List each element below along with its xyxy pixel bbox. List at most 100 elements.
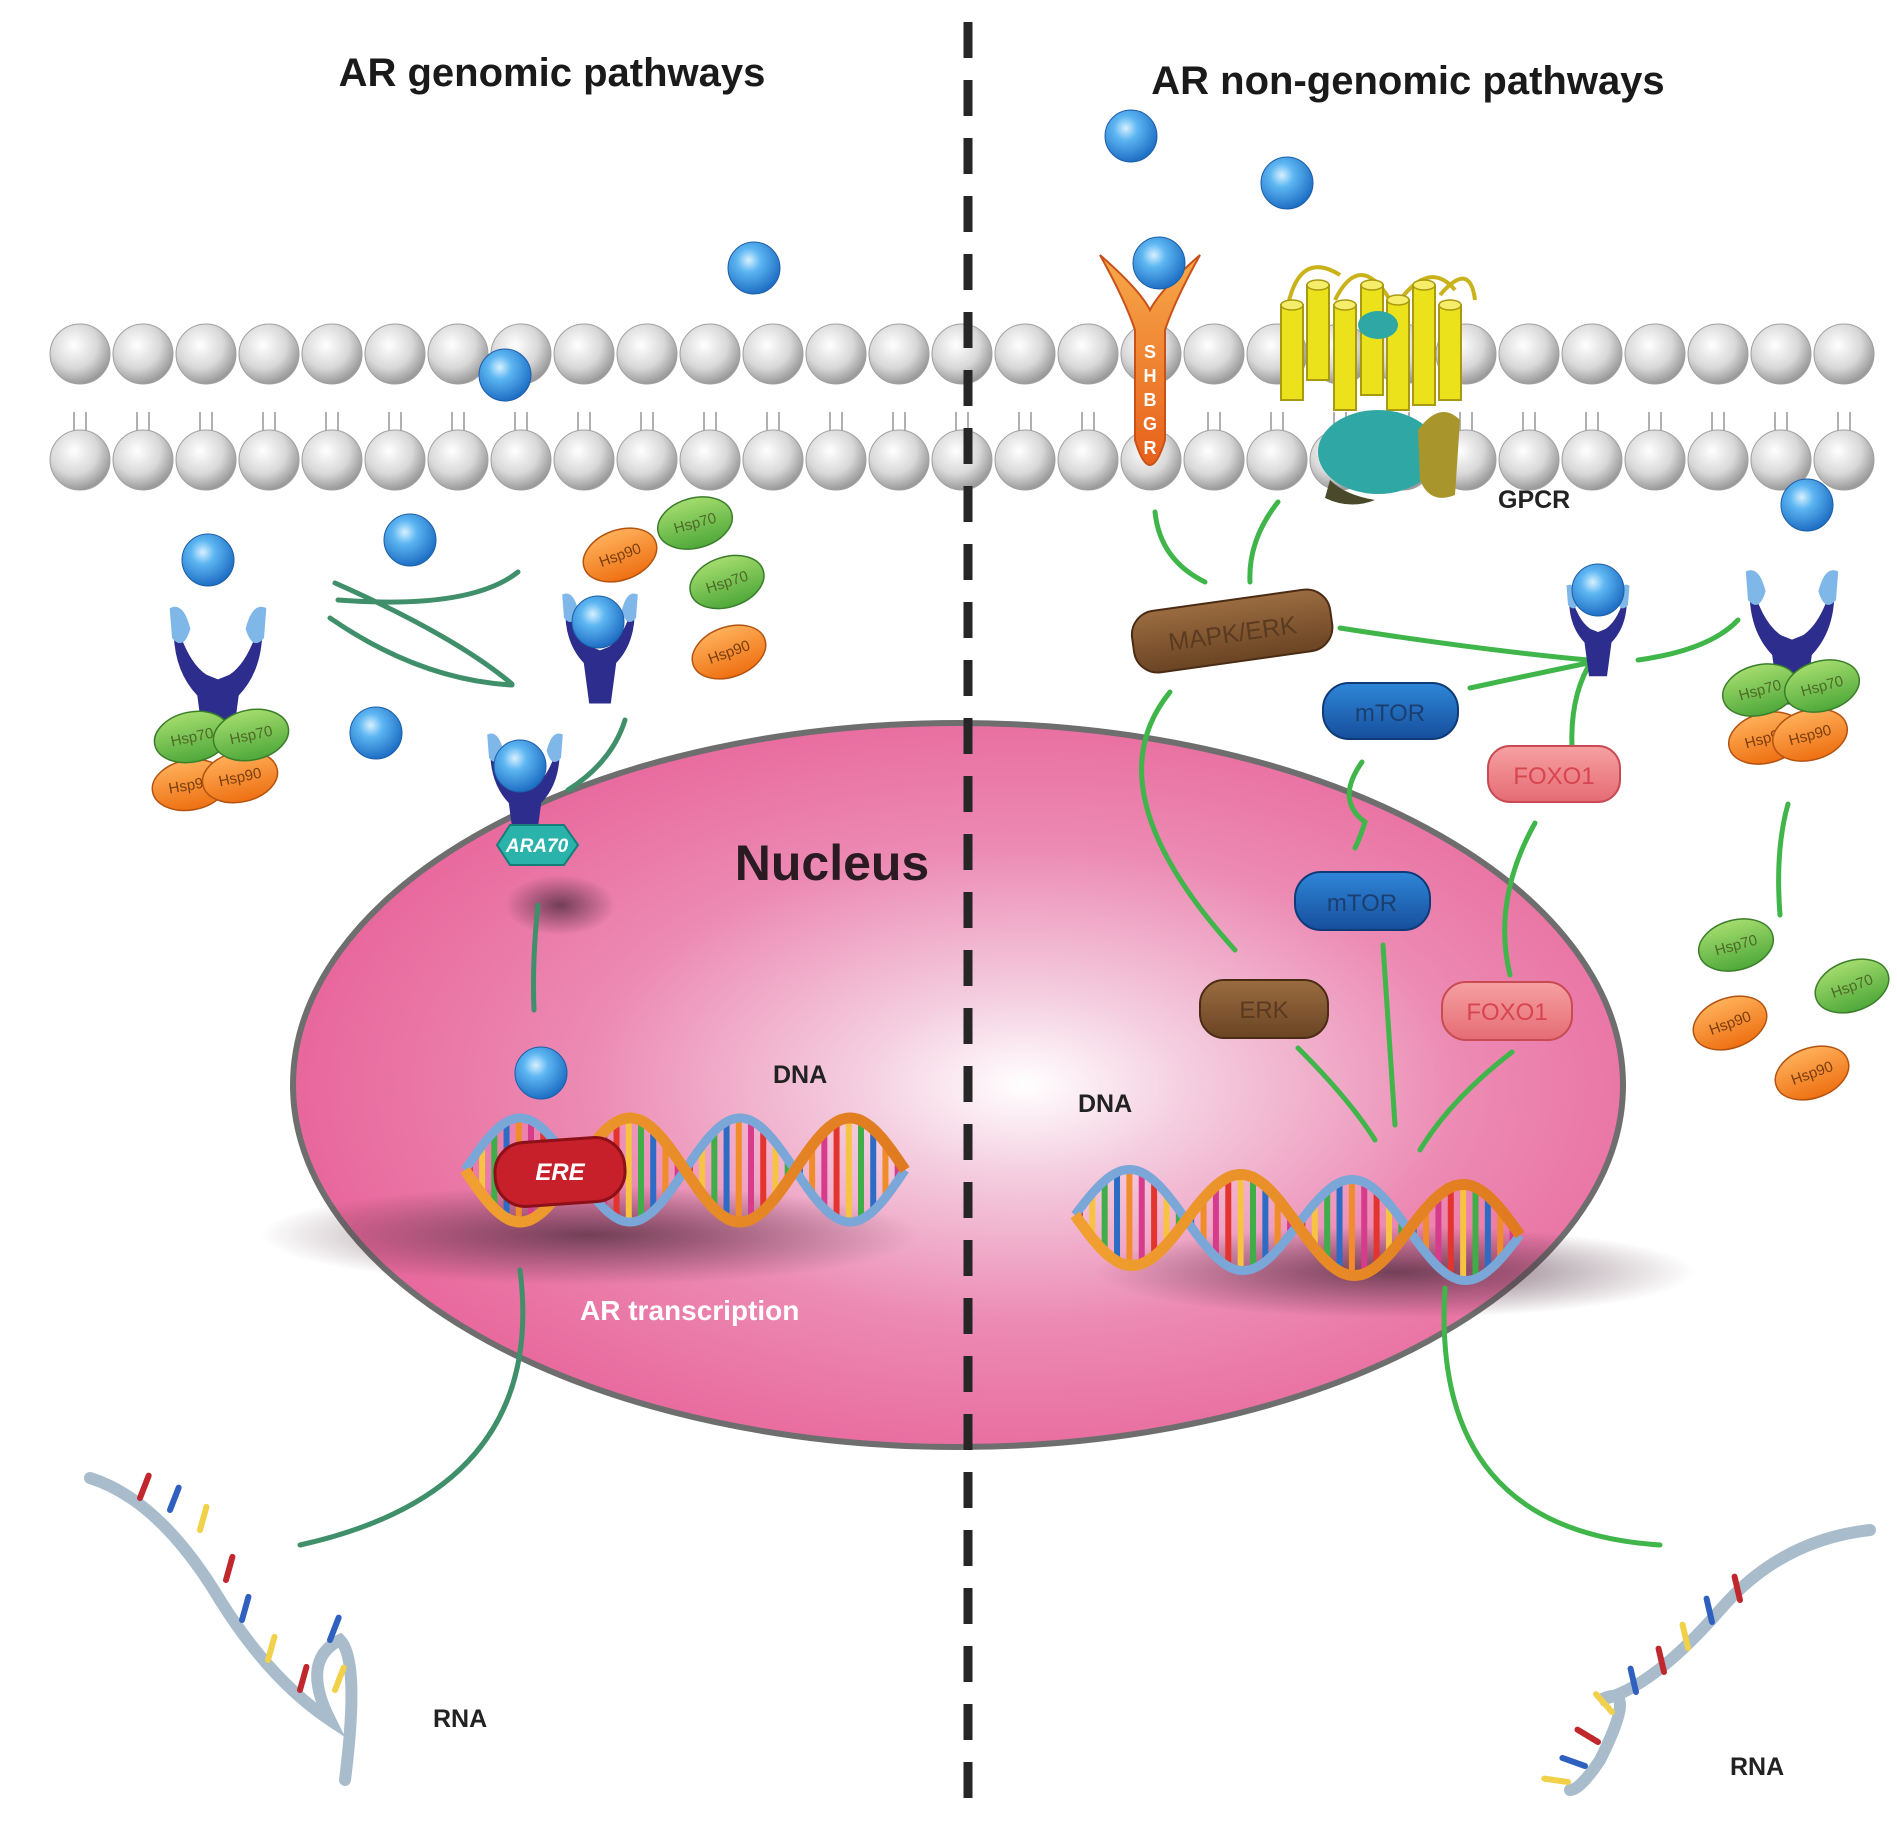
androgen-ligand xyxy=(1571,563,1625,617)
lipid-head xyxy=(1813,323,1875,385)
lipid-head xyxy=(1246,429,1308,491)
lipid-head xyxy=(1813,429,1875,491)
cell-membrane xyxy=(49,323,1875,491)
hsp90-protein: Hsp90 xyxy=(691,624,767,680)
gpcr-label: GPCR xyxy=(1498,486,1570,514)
lipid-head xyxy=(238,429,300,491)
lipid-head xyxy=(49,323,111,385)
androgen-ligand xyxy=(478,348,532,402)
connectors-non-genomic xyxy=(1139,499,1791,1548)
hsp70-protein: Hsp70 xyxy=(153,710,231,764)
lipid-head xyxy=(994,323,1056,385)
lipid-head xyxy=(364,429,426,491)
hsp90-shape xyxy=(1692,995,1768,1051)
rna-base xyxy=(1541,1775,1571,1785)
hsp70-protein: Hsp70 xyxy=(1697,918,1775,972)
gpcr-helix-cap xyxy=(1360,279,1384,291)
lipid-head xyxy=(364,323,426,385)
hsp90-shape xyxy=(691,624,767,680)
g-protein-gamma xyxy=(1325,480,1375,505)
rna-base xyxy=(223,1553,236,1583)
hsp90-protein: Hsp90 xyxy=(1774,1045,1850,1101)
connector-ar-ar-complex xyxy=(1635,617,1741,663)
connector-dna-rna-left xyxy=(297,1267,526,1548)
connector-foxo-ar xyxy=(1569,664,1591,751)
rna-base xyxy=(1703,1595,1715,1625)
rna-base xyxy=(197,1503,210,1533)
lipid-head xyxy=(1687,323,1749,385)
gpcr-helix-cap xyxy=(1306,279,1330,291)
lipid-head xyxy=(175,429,237,491)
mtor-nuc-shape xyxy=(1294,871,1431,931)
lipid-heads xyxy=(49,323,1875,491)
receptor-body xyxy=(1569,590,1627,677)
lipid-head xyxy=(1750,429,1812,491)
hsp90-shape xyxy=(582,527,658,583)
lipid-head xyxy=(931,429,993,491)
lipid-head xyxy=(931,323,993,385)
connector-mapk-erk xyxy=(1139,689,1238,953)
mtor-nuc-label: mTOR xyxy=(1327,890,1397,917)
shbgr-letter: S xyxy=(1144,342,1156,362)
connector-mtor-mtor xyxy=(1346,759,1368,851)
gpcr-helix-cap xyxy=(1386,294,1410,306)
nucleus-envelope xyxy=(290,720,1626,1450)
gpcr-helix xyxy=(1280,304,1304,401)
rna-label-right: RNA xyxy=(1730,1753,1784,1781)
rna-strand-left xyxy=(84,1472,358,1786)
dna-helix-right xyxy=(1070,1164,1525,1286)
lipid-head xyxy=(238,323,300,385)
connectors-genomic xyxy=(297,569,628,1548)
lipid-head xyxy=(1057,429,1119,491)
rna-base xyxy=(1627,1665,1639,1695)
hsp70-shape xyxy=(212,708,290,762)
androgen-ligands xyxy=(181,109,1834,1100)
receptor-arm-left xyxy=(169,606,191,644)
gpcr-helix-cap xyxy=(1280,299,1304,311)
gpcr-helix xyxy=(1412,284,1436,406)
receptor-arm-right xyxy=(621,593,638,623)
rna-base xyxy=(239,1593,252,1623)
hsp70-shape xyxy=(689,554,765,610)
lipid-head xyxy=(553,429,615,491)
gpcr-helix xyxy=(1333,304,1357,411)
ara70-label: ARA70 xyxy=(505,836,569,857)
connector-dna-rna-right xyxy=(1441,1285,1663,1548)
rna-base xyxy=(1731,1573,1743,1603)
mapk-erk-shape xyxy=(1130,588,1334,674)
lipid-head xyxy=(1687,429,1749,491)
erk-shape xyxy=(1199,979,1329,1039)
lipid-head xyxy=(301,323,363,385)
dna-backbone-orange xyxy=(1070,1168,1525,1282)
nucleus-label: Nucleus xyxy=(735,835,930,891)
mtor-cyto-label: mTOR xyxy=(1355,700,1425,727)
androgen-ligand xyxy=(571,595,625,649)
lipid-head xyxy=(1750,323,1812,385)
ere-label: ERE xyxy=(535,1159,585,1186)
hsp70-shape xyxy=(1814,958,1890,1014)
receptor-arm-right xyxy=(1818,570,1839,605)
ara70-shadow xyxy=(505,875,615,935)
hsp90-shape xyxy=(1774,1045,1850,1101)
lipid-head xyxy=(616,429,678,491)
signaling-molecules: MAPK/ERK mTOR FOXO1 mTOR ERK FOXO1 xyxy=(1130,588,1621,1041)
hsp70-shape xyxy=(1697,918,1775,972)
gpcr-ligand-pocket xyxy=(1358,311,1398,339)
gpcr-helix xyxy=(1438,304,1462,401)
lipid-head xyxy=(679,429,741,491)
hsp70-protein: Hsp70 xyxy=(689,554,765,610)
g-protein-alpha xyxy=(1318,410,1438,494)
rna-base xyxy=(1559,1754,1588,1769)
hsp70-protein: Hsp70 xyxy=(656,496,734,550)
connector-foxo-dna xyxy=(1417,1049,1515,1153)
dna-shadow-right xyxy=(1095,1226,1695,1318)
hsp90-protein: Hsp90 xyxy=(201,750,279,804)
lipid-head xyxy=(1624,429,1686,491)
connector-foxo-foxo xyxy=(1502,820,1538,978)
androgen-ligand xyxy=(383,513,437,567)
shbgr-letter: R xyxy=(1144,438,1157,458)
